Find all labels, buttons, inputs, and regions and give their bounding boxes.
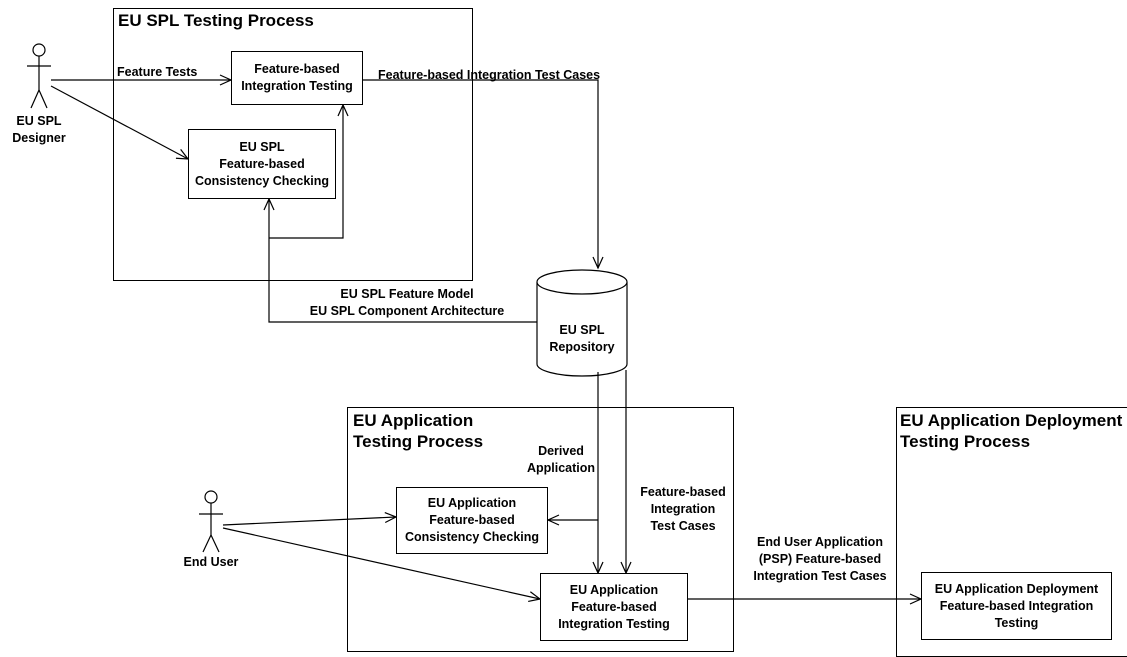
edge-integration-to-repository (363, 79, 604, 270)
integration-test-cases-label: Feature-based Integration Test Cases (378, 68, 601, 82)
deploy-integration-testing-node[interactable]: EU Application Deployment Feature-based … (921, 572, 1112, 640)
end-user-actor-icon (199, 490, 223, 553)
deploy-testing-process-title: EU Application Deployment Testing Proces… (900, 411, 1123, 451)
feature-tests-label: Feature Tests (117, 65, 198, 79)
spl-consistency-checking-node[interactable]: EU SPL Feature-based Consistency Checkin… (188, 129, 336, 199)
spl-integration-testing-node[interactable]: Feature-based Integration Testing (231, 51, 363, 105)
app-integration-testing-node[interactable]: EU Application Feature-based Integration… (540, 573, 688, 641)
app-testing-process-frame (347, 407, 734, 652)
edge-repository-to-spl (263, 197, 537, 323)
spl-testing-process-title: EU SPL Testing Process (118, 11, 314, 30)
repository-label: EU SPL Repository (549, 323, 615, 354)
end-user-label: End User (183, 555, 239, 569)
model-architecture-label: EU SPL Feature Model EU SPL Component Ar… (309, 287, 505, 318)
derived-application-label: Derived Application (526, 444, 596, 475)
app-consistency-checking-node[interactable]: EU Application Feature-based Consistency… (396, 487, 548, 554)
edge-model-to-integration (269, 103, 349, 239)
edge-user-integration (222, 527, 542, 603)
app-testing-process-title: EU Application Testing Process (353, 411, 484, 451)
designer-actor-icon (27, 43, 51, 109)
repository-cylinder-icon (536, 269, 628, 377)
end-user-test-cases-label: End User Application (PSP) Feature-based… (753, 535, 887, 583)
designer-label: EU SPL Designer (12, 114, 66, 145)
app-test-cases-label: Feature-based Integration Test Cases (640, 485, 726, 533)
spl-testing-process-frame (113, 8, 473, 281)
edge-designer-consistency (50, 85, 190, 160)
edge-user-consistency (222, 511, 398, 526)
